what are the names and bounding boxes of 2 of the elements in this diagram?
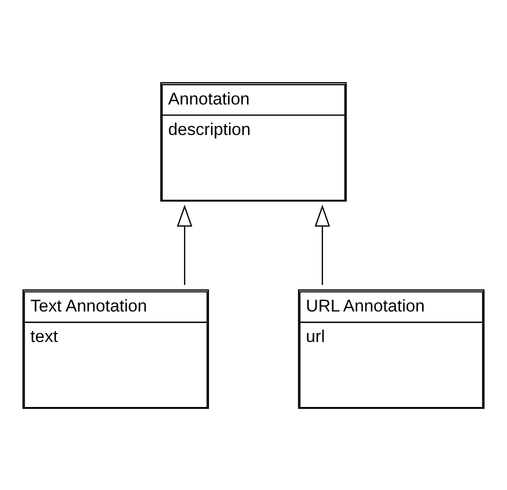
arrow	[314, 204, 330, 284]
arrow	[176, 204, 192, 284]
